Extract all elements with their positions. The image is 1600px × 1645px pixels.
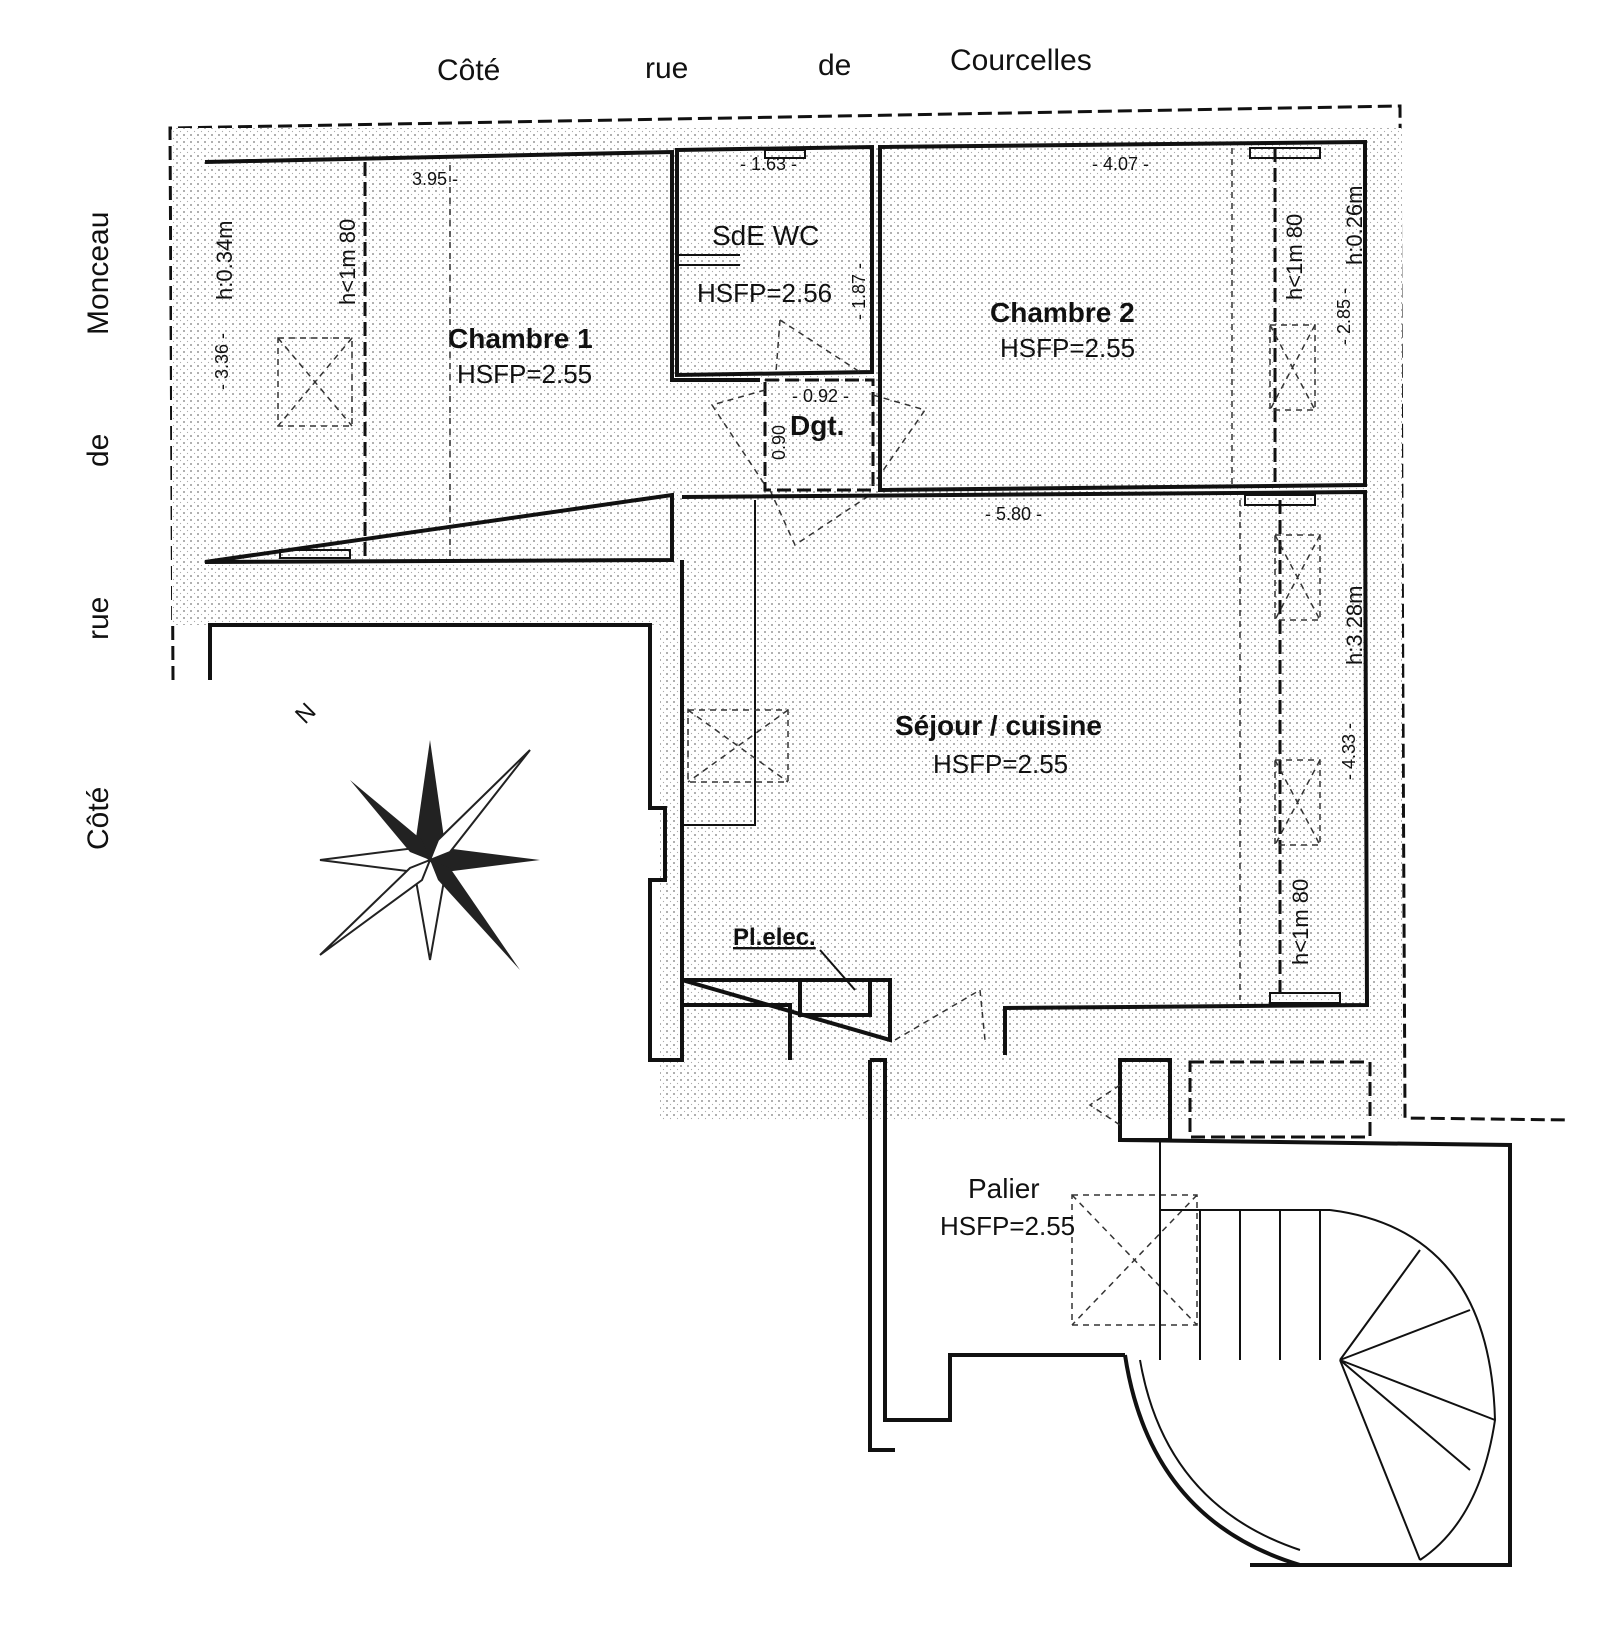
dimension-label: 3.95 - — [412, 169, 458, 189]
north-label: N — [290, 698, 321, 729]
street-label-top: Côté rue de Courcelles — [437, 44, 1092, 87]
street-word: Courcelles — [950, 44, 1092, 77]
street-word: de — [82, 434, 115, 467]
room-degagement: Dgt. - 0.92 - 0.90 — [710, 378, 927, 547]
room-name: Palier — [968, 1173, 1040, 1204]
room-name: Pl.elec. — [733, 924, 816, 951]
height-note: h<1m 80 — [1288, 879, 1313, 965]
dimension-label: - 3.36 - — [212, 333, 232, 390]
street-word: Côté — [82, 787, 115, 850]
height-note: h<1m 80 — [335, 219, 360, 305]
dimension-label: - 1.63 - — [740, 154, 797, 174]
room-hsfp: HSFP=2.56 — [697, 278, 832, 308]
room-name: Séjour / cuisine — [895, 710, 1102, 741]
boundary-fill — [172, 555, 662, 625]
property-boundary — [168, 104, 1571, 1122]
dimension-label: 0.90 — [769, 425, 789, 460]
dimension-label: - 0.92 - — [792, 386, 849, 406]
dimension-label: - 5.80 - — [985, 504, 1042, 524]
boundary-fill — [660, 550, 1402, 1120]
dimension-label: - 4.33 - — [1339, 723, 1359, 780]
street-label-left: Côté rue de Monceau — [82, 212, 115, 850]
dimension-label: - 1.87 - — [849, 263, 869, 320]
room-name: SdE WC — [712, 220, 819, 251]
dimension-label: - 2.85 - — [1334, 288, 1354, 345]
height-note: h:0.34m — [212, 221, 237, 301]
dimension-label: - 4.07 - — [1092, 154, 1149, 174]
street-word: Côté — [437, 54, 500, 87]
height-note: h:0.26m — [1342, 186, 1367, 266]
street-word: rue — [82, 597, 115, 640]
height-note: h:3.28m — [1342, 586, 1367, 666]
room-palier: Palier HSFP=2.55 — [868, 1058, 1512, 1567]
room-hsfp: HSFP=2.55 — [1000, 333, 1135, 363]
room-name: Chambre 2 — [990, 297, 1135, 328]
room-sejour-cuisine: Séjour / cuisine HSFP=2.55 - 5.80 - - 4.… — [208, 489, 1370, 1062]
compass-rose-icon: N — [290, 698, 540, 970]
room-sde-wc: SdE WC HSFP=2.56 - 1.63 - - 1.87 - — [675, 144, 874, 378]
room-name: Chambre 1 — [448, 323, 593, 354]
street-word: rue — [645, 52, 688, 85]
height-note: h<1m 80 — [1282, 214, 1307, 300]
room-chambre-2: Chambre 2 HSFP=2.55 - 4.07 - - 2.85 - h<… — [878, 139, 1367, 493]
room-hsfp: HSFP=2.55 — [940, 1211, 1075, 1241]
room-hsfp: HSFP=2.55 — [933, 749, 1068, 779]
room-hsfp: HSFP=2.55 — [457, 359, 592, 389]
room-chambre-1: Chambre 1 HSFP=2.55 3.95 - - 3.36 - h:0.… — [204, 149, 760, 564]
street-word: de — [818, 49, 851, 82]
room-name: Dgt. — [790, 410, 844, 441]
street-word: Monceau — [82, 212, 115, 335]
